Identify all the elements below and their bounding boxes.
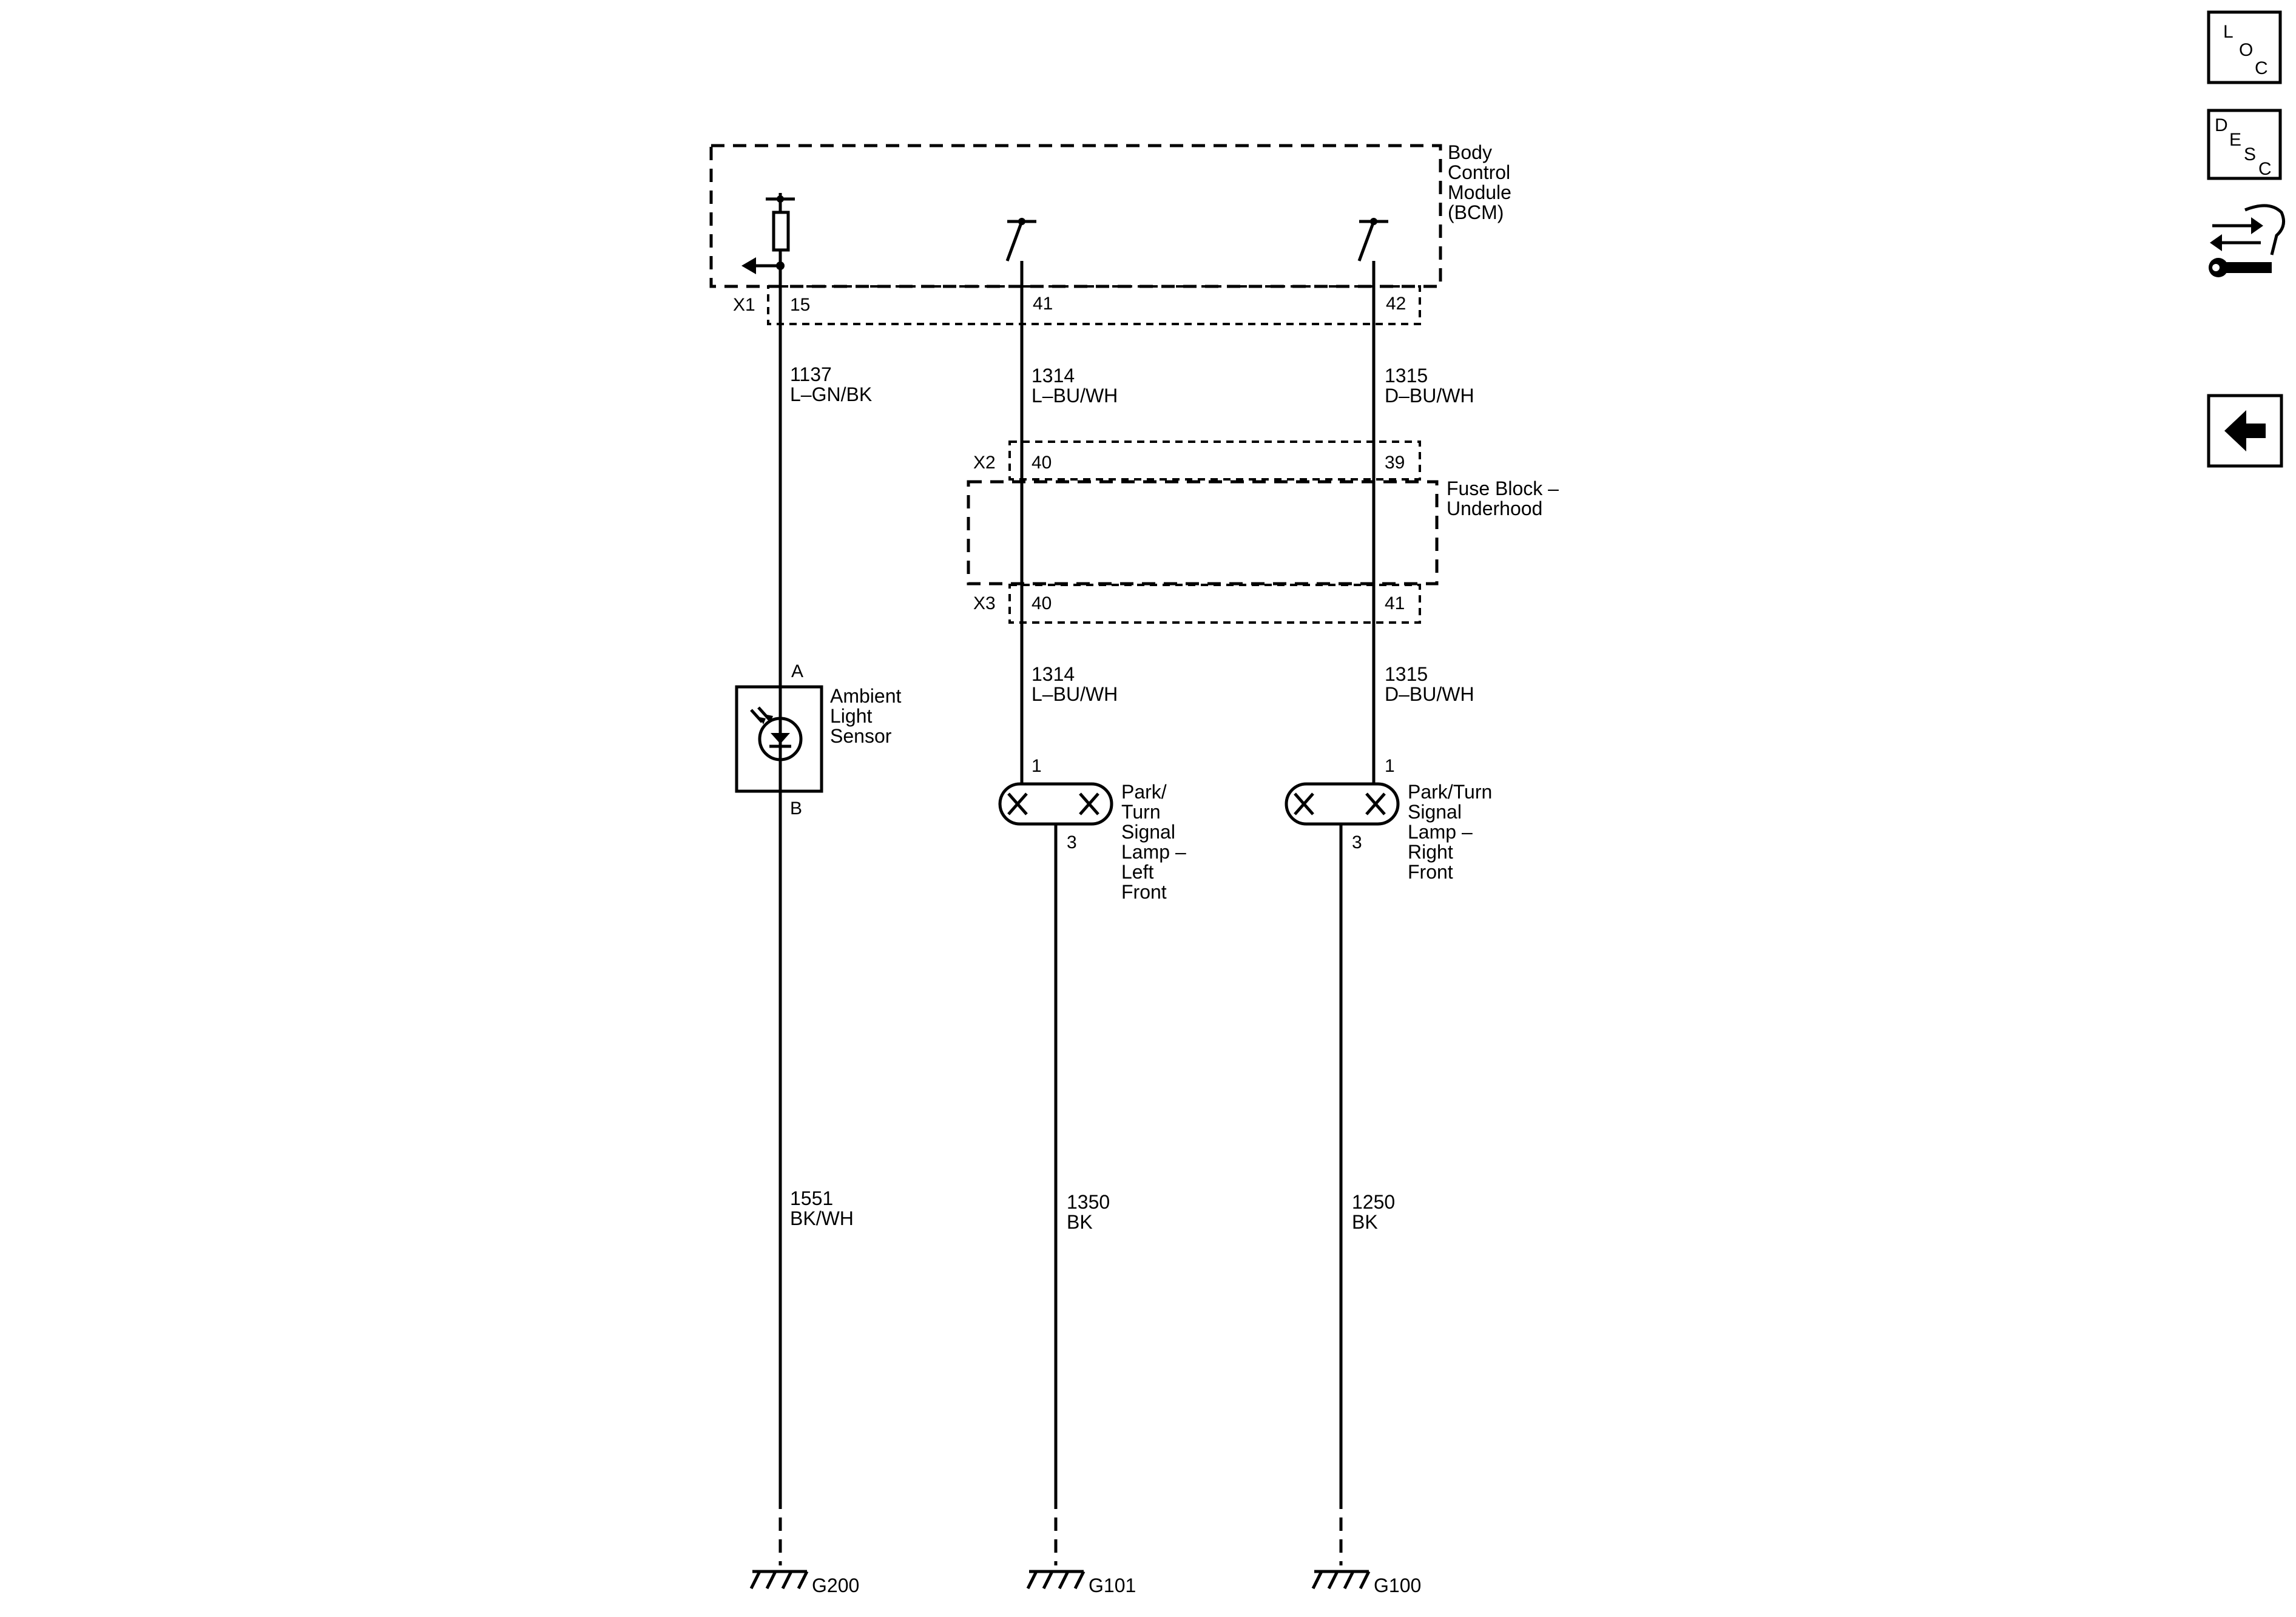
pin-bcm-41: 41 bbox=[1033, 294, 1053, 314]
connector-x2-label: X2 bbox=[973, 453, 996, 473]
wire-1137-color: L–GN/BK bbox=[790, 383, 872, 405]
wire-1551-circuit: 1551 bbox=[790, 1187, 833, 1209]
back-button[interactable] bbox=[2207, 394, 2283, 468]
wire-1250-color: BK bbox=[1352, 1211, 1378, 1233]
desc-icon-letter-s: S bbox=[2244, 144, 2256, 164]
bcm-signal-arrow-icon bbox=[741, 257, 780, 274]
desc-icon-letter-e: E bbox=[2229, 130, 2241, 150]
pin-sensor-b: B bbox=[790, 798, 802, 819]
lamp-left-label-line1: Park/ bbox=[1121, 781, 1167, 803]
loc-icon: L bbox=[2223, 22, 2234, 42]
bcm-resistor-symbol bbox=[766, 193, 795, 270]
connector-wrench-button[interactable] bbox=[2209, 204, 2286, 277]
loc-button[interactable]: L O C bbox=[2207, 10, 2282, 84]
lamp-filament-x-icon bbox=[1294, 792, 1314, 815]
loc-icon-letter-c: C bbox=[2255, 58, 2268, 78]
wire-1315-bottom-color: D–BU/WH bbox=[1385, 683, 1474, 705]
pin-x3-41: 41 bbox=[1385, 593, 1405, 613]
wire-1314-bottom-color: L–BU/WH bbox=[1032, 683, 1118, 705]
desc-icon-letter-c: C bbox=[2258, 159, 2272, 179]
ground-g200-label: G200 bbox=[812, 1575, 859, 1596]
fuse-block-boundary bbox=[967, 480, 1439, 586]
fuse-block-label-line1: Fuse Block – bbox=[1447, 478, 1559, 499]
ambient-light-sensor: A B Ambient Light Sensor bbox=[735, 661, 902, 819]
lamp-left-label-line4: Lamp – bbox=[1121, 841, 1186, 863]
park-turn-lamp-left-front: 1 3 Park/ Turn Signal Lamp – Left Front bbox=[998, 756, 1186, 903]
bcm-module-boundary bbox=[709, 144, 1442, 288]
lamp-filament-x-icon bbox=[1007, 792, 1028, 815]
lamp-right-label-line1: Park/Turn bbox=[1408, 781, 1492, 803]
fuse-block-underhood: Fuse Block – Underhood bbox=[967, 478, 1559, 586]
ground-icon bbox=[749, 1570, 809, 1590]
ambient-light-sensor-label-line2: Light bbox=[830, 705, 873, 727]
lamp-right-label-line4: Right bbox=[1408, 841, 1453, 863]
bcm-label-line4: (BCM) bbox=[1448, 201, 1504, 223]
fuse-block-label-line2: Underhood bbox=[1447, 498, 1542, 519]
pin-x3-40: 40 bbox=[1032, 593, 1052, 613]
wire-1314-top-color: L–BU/WH bbox=[1032, 385, 1118, 407]
lamp-left-label-line3: Signal bbox=[1121, 821, 1175, 843]
bcm-switch-42-symbol bbox=[1357, 218, 1388, 262]
pin-left-lamp-3: 3 bbox=[1067, 832, 1077, 852]
light-rays-icon bbox=[750, 706, 773, 724]
ground-g100: G100 bbox=[1311, 1570, 1421, 1596]
desc-icon: D bbox=[2215, 115, 2228, 135]
pin-right-lamp-1: 1 bbox=[1385, 756, 1395, 776]
wire-1137-circuit: 1137 bbox=[790, 363, 832, 385]
ground-icon bbox=[1026, 1570, 1086, 1590]
wire-1250-circuit: 1250 bbox=[1352, 1191, 1395, 1213]
wire-1314-top-circuit: 1314 bbox=[1032, 365, 1075, 387]
bcm-label-line3: Module bbox=[1448, 181, 1511, 203]
connector-x3-label: X3 bbox=[973, 593, 996, 613]
lamp-filament-x-icon bbox=[1365, 792, 1386, 815]
ground-g200: G200 bbox=[749, 1570, 859, 1596]
lamp-left-label-line6: Front bbox=[1121, 881, 1167, 903]
pin-right-lamp-3: 3 bbox=[1352, 832, 1362, 852]
lamp-right-label-line5: Front bbox=[1408, 861, 1453, 883]
loc-icon-letter-o: O bbox=[2239, 40, 2253, 60]
pin-bcm-42: 42 bbox=[1386, 294, 1406, 314]
lamp-filament-x-icon bbox=[1079, 792, 1099, 815]
park-turn-lamp-right-front: 1 3 Park/Turn Signal Lamp – Right Front bbox=[1285, 756, 1492, 883]
lamp-left-label-line2: Turn bbox=[1121, 801, 1161, 823]
wire-1315-top-color: D–BU/WH bbox=[1385, 385, 1474, 407]
ground-g101: G101 bbox=[1026, 1570, 1136, 1596]
connector-wrench-icon bbox=[2209, 204, 2286, 277]
back-arrow-icon bbox=[2224, 410, 2266, 451]
bcm-label-line1: Body bbox=[1448, 141, 1492, 163]
bcm-switch-41-symbol bbox=[1005, 218, 1036, 262]
pin-left-lamp-1: 1 bbox=[1032, 756, 1042, 776]
pin-bcm-15: 15 bbox=[790, 295, 810, 315]
lamp-right-label-line2: Signal bbox=[1408, 801, 1462, 823]
ground-icon bbox=[1311, 1570, 1371, 1590]
wire-1315-top-circuit: 1315 bbox=[1385, 365, 1428, 387]
pin-x2-40: 40 bbox=[1032, 453, 1052, 473]
connector-x1-label: X1 bbox=[733, 295, 755, 315]
connector-x2: X2 40 39 bbox=[973, 441, 1421, 481]
ground-g101-label: G101 bbox=[1089, 1575, 1136, 1596]
wire-1350-color: BK bbox=[1067, 1211, 1093, 1233]
desc-button[interactable]: D E S C bbox=[2207, 109, 2282, 180]
wire-1551-color: BK/WH bbox=[790, 1207, 854, 1229]
wire-1350-circuit: 1350 bbox=[1067, 1191, 1110, 1213]
wire-1315-bottom-circuit: 1315 bbox=[1385, 663, 1428, 685]
ground-g100-label: G100 bbox=[1374, 1575, 1421, 1596]
lamp-right-label-line3: Lamp – bbox=[1408, 821, 1473, 843]
lamp-left-label-line5: Left bbox=[1121, 861, 1153, 883]
pin-x2-39: 39 bbox=[1385, 453, 1405, 473]
pin-sensor-a: A bbox=[791, 661, 803, 681]
ambient-light-sensor-label-line1: Ambient bbox=[830, 685, 902, 707]
bcm-label-line2: Control bbox=[1448, 161, 1510, 183]
ambient-light-sensor-label-line3: Sensor bbox=[830, 725, 892, 747]
wire-1314-bottom-circuit: 1314 bbox=[1032, 663, 1075, 685]
connector-x1: X1 15 41 42 bbox=[733, 285, 1421, 325]
bcm-module: Body Control Module (BCM) bbox=[709, 141, 1511, 288]
connector-x3: X3 40 41 bbox=[973, 584, 1421, 624]
